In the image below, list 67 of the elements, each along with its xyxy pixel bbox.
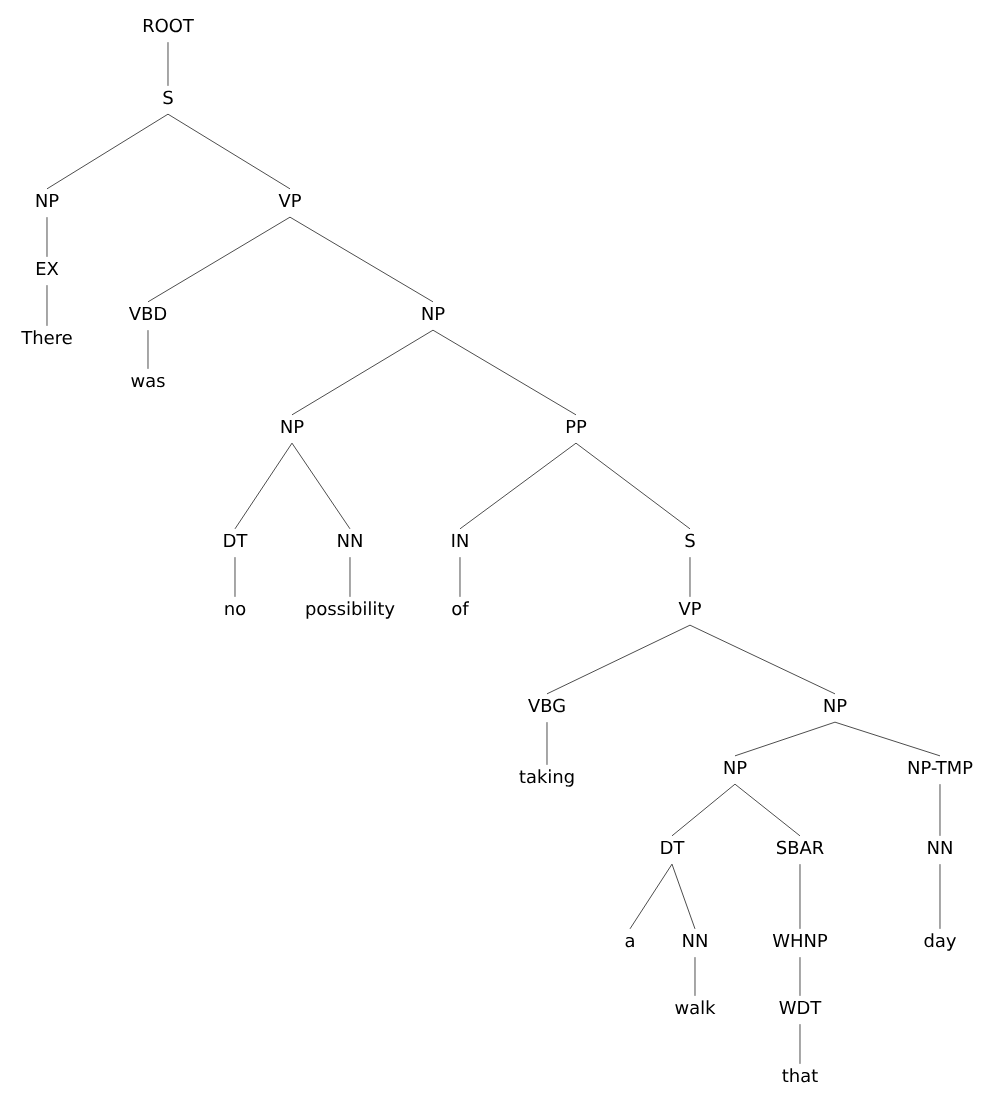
tree-label: IN (452, 533, 468, 547)
tree-label: day (924, 933, 956, 951)
tree-branch (546, 624, 691, 695)
tree-label: NP (724, 760, 747, 774)
tree-branch (46, 113, 169, 190)
tree-label: NP (824, 698, 847, 712)
tree-label: ROOT (143, 18, 194, 33)
tree-branch (689, 624, 836, 695)
tree-branch (167, 113, 291, 190)
tree-label: DT (224, 533, 248, 547)
tree-branch (459, 442, 577, 530)
tree-branch (167, 41, 169, 87)
tree-branch (671, 863, 696, 930)
tree-branch (147, 329, 149, 370)
tree-label: SBAR (777, 840, 824, 855)
tree-label: walk (675, 1000, 716, 1015)
tree-branch (432, 329, 577, 416)
tree-branch (834, 721, 941, 757)
tree-branch (671, 783, 736, 837)
tree-label: S (685, 533, 695, 548)
tree-branch (147, 216, 291, 303)
tree-label: VBD (128, 306, 167, 320)
tree-label: VP (278, 193, 301, 207)
tree-label: DT (661, 840, 685, 854)
tree-branch (799, 863, 801, 930)
tree-label: NP (422, 306, 445, 320)
tree-label: a (625, 936, 634, 948)
tree-branch (629, 863, 673, 930)
tree-branch (234, 442, 293, 530)
tree-branch (734, 783, 801, 837)
tree-label: NN (928, 840, 952, 854)
tree-branch (46, 216, 48, 258)
tree-label: NP (281, 419, 304, 433)
tree-label: WDT (779, 1000, 822, 1014)
tree-branch (289, 216, 434, 303)
tree-label: of (452, 601, 469, 616)
tree-label: NP-TMP (908, 760, 973, 774)
tree-branch (575, 442, 691, 530)
tree-label: EX (36, 261, 59, 275)
tree-label: taking (519, 769, 574, 787)
tree-branch (349, 556, 351, 598)
tree-branch (546, 721, 548, 766)
tree-branch (291, 329, 434, 416)
tree-branch (939, 863, 941, 930)
tree-label: PP (566, 419, 587, 433)
tree-label: NP (36, 193, 59, 207)
tree-label: that (782, 1068, 818, 1083)
tree-label: no (225, 604, 246, 616)
tree-branch (689, 556, 691, 598)
tree-label: NN (338, 533, 362, 547)
tree-branch (291, 442, 351, 530)
tree-branch (694, 956, 696, 997)
tree-branch (234, 556, 236, 598)
tree-label: VBG (528, 698, 565, 713)
tree-label: WHNP (772, 933, 828, 947)
tree-branch (46, 284, 48, 327)
tree-label: VP (678, 601, 701, 615)
tree-branch (799, 956, 801, 997)
tree-branch (459, 556, 461, 598)
tree-label: There (21, 330, 72, 345)
tree-label: possibility (306, 601, 395, 619)
tree-label: NN (683, 933, 707, 947)
tree-branch (939, 783, 941, 837)
tree-branch (734, 721, 836, 757)
tree-branch (799, 1023, 801, 1065)
tree-label: was (131, 376, 165, 388)
tree-label: S (163, 90, 173, 105)
